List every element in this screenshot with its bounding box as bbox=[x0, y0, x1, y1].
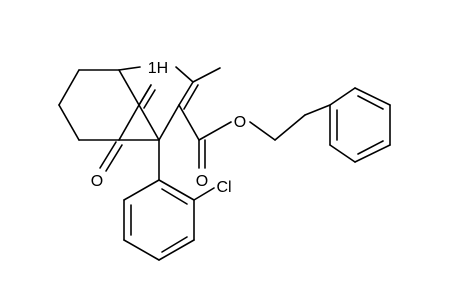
bond bbox=[161, 188, 188, 205]
bond bbox=[58, 69, 80, 106]
chlorophenyl-ring: Cl bbox=[123, 139, 232, 261]
bond bbox=[178, 81, 194, 106]
bond bbox=[138, 104, 160, 141]
bond bbox=[354, 87, 391, 106]
bond bbox=[161, 236, 188, 253]
bond bbox=[304, 104, 331, 116]
bond bbox=[329, 144, 356, 163]
ketone-group: O bbox=[91, 141, 123, 190]
bond bbox=[249, 121, 276, 141]
bond bbox=[178, 104, 200, 141]
nh-label: 1H bbox=[148, 60, 168, 77]
bond bbox=[357, 140, 384, 155]
bond bbox=[123, 179, 160, 201]
methyl-group bbox=[192, 67, 221, 83]
bond bbox=[158, 179, 195, 201]
bond bbox=[118, 66, 141, 71]
bond bbox=[329, 87, 356, 106]
ester-group: O O bbox=[178, 104, 331, 190]
bond bbox=[175, 66, 194, 83]
cyclohexane-ring bbox=[58, 69, 140, 141]
bond bbox=[354, 144, 391, 163]
bond bbox=[198, 121, 232, 141]
bond bbox=[118, 104, 140, 141]
bond bbox=[193, 187, 215, 201]
carbonyl-oxygen-label: O bbox=[196, 173, 208, 190]
bond bbox=[274, 114, 306, 141]
chlorine-label: Cl bbox=[216, 179, 231, 196]
bond bbox=[138, 84, 152, 106]
bond bbox=[158, 239, 195, 261]
bond bbox=[158, 104, 180, 141]
ketone-oxygen-label: O bbox=[91, 173, 103, 190]
bond bbox=[99, 141, 117, 169]
bond bbox=[105, 144, 123, 172]
bond bbox=[58, 104, 80, 141]
ether-oxygen-label: O bbox=[234, 114, 246, 131]
bond bbox=[183, 84, 199, 110]
bond bbox=[118, 69, 140, 106]
bond bbox=[357, 95, 384, 110]
dihydropyridine-ring: 1H bbox=[118, 60, 199, 141]
bond bbox=[123, 239, 160, 261]
phenyl-ring bbox=[329, 87, 391, 163]
bond bbox=[143, 89, 156, 109]
bond bbox=[192, 67, 221, 83]
